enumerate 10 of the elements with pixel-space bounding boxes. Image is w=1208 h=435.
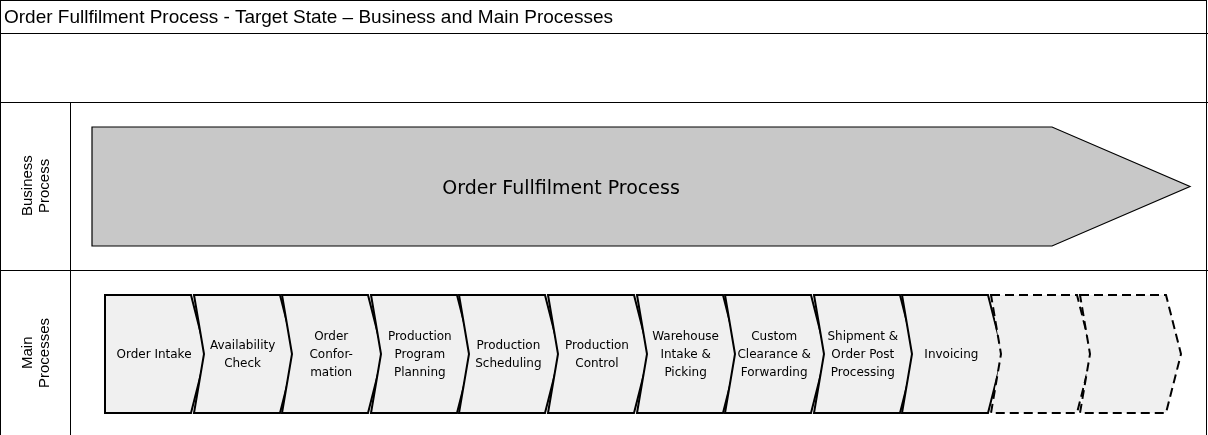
- diagram-title: Order Fullfilment Process - Target State – Business and Main Processes: [4, 6, 613, 28]
- lane-header: Main Processes: [18, 316, 52, 390]
- process-label: Order Fullfilment Process: [442, 175, 680, 198]
- step-label: Production Program Planning: [386, 328, 453, 381]
- step-label: Warehouse Intake & Picking: [651, 328, 720, 381]
- step-label: Shipment & Order Post Processing: [826, 328, 900, 381]
- lane-header: Business Process: [18, 154, 52, 219]
- step-label: Availability Check: [208, 337, 277, 372]
- step-label: Custom Clearance & Forwarding: [736, 328, 812, 381]
- step-label: Production Scheduling: [474, 337, 543, 372]
